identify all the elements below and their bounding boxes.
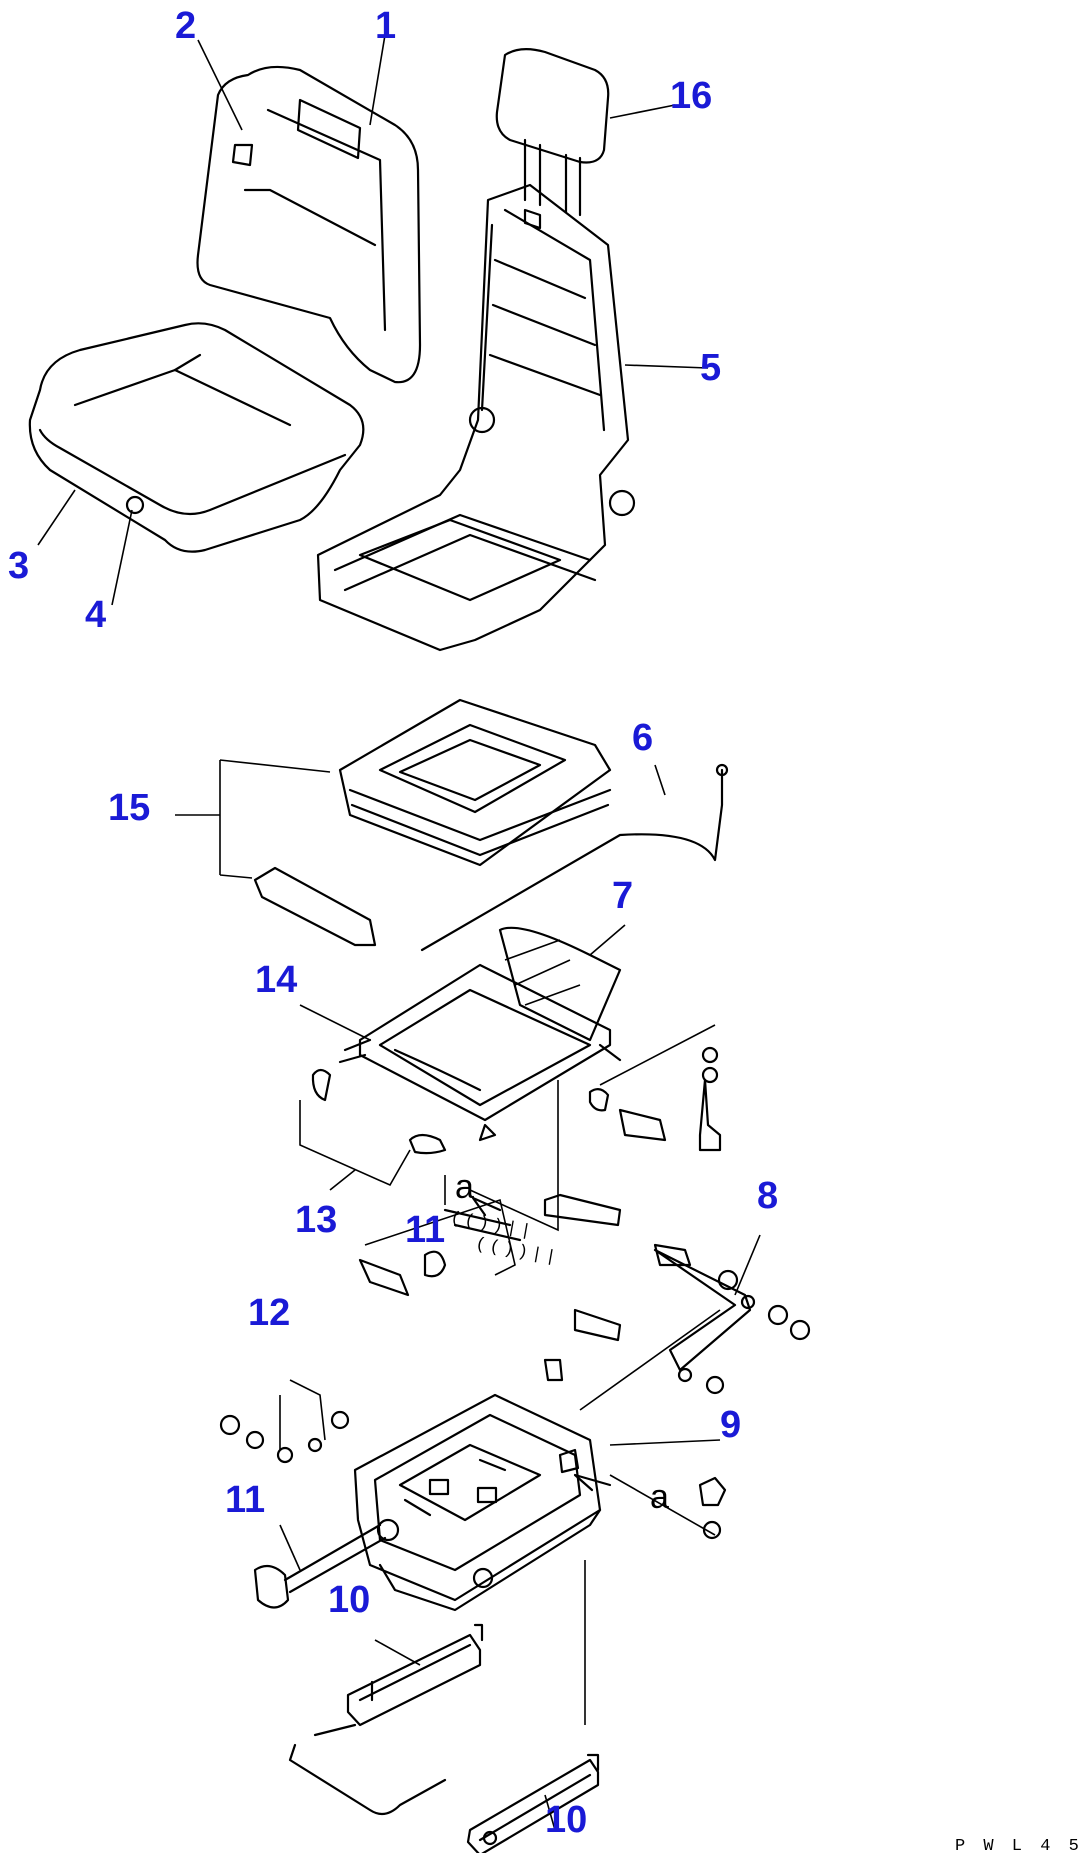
part-cable	[420, 763, 729, 952]
part-bolts-right	[469, 1024, 722, 1232]
label-part-11-lower: 11	[225, 1479, 265, 1521]
label-part-11-upper: 11	[405, 1209, 445, 1251]
label-part-4: 4	[85, 594, 106, 636]
label-part-13: 13	[295, 1199, 337, 1241]
label-part-12: 12	[248, 1292, 290, 1334]
part-knob	[253, 1518, 400, 1609]
part-seat-frame	[316, 183, 636, 652]
part-seat-cushion	[28, 322, 365, 553]
label-part-14: 14	[255, 959, 297, 1001]
part-seat-back-cushion	[196, 65, 422, 384]
part-slide-rails	[288, 1623, 600, 1853]
part-handle	[299, 1068, 447, 1187]
label-part-6: 6	[632, 717, 653, 759]
part-arm-link	[543, 1193, 811, 1411]
part-headrest	[495, 48, 610, 217]
label-part-10-lower: 10	[545, 1799, 587, 1841]
part-washers	[219, 1379, 350, 1464]
label-view-a-top: a	[455, 1168, 474, 1206]
label-part-16: 16	[670, 75, 712, 117]
part-mount-frame	[338, 926, 622, 1142]
label-part-1: 1	[375, 5, 396, 47]
part-nut	[609, 1474, 727, 1540]
leader-lines	[37, 34, 761, 1831]
label-view-a-bottom: a	[650, 1478, 669, 1516]
label-part-10-upper: 10	[328, 1579, 370, 1621]
part-labels: 1 2 16 5 3 4 6 15 7 14 13 11 8 12 9 11 1…	[8, 5, 1090, 1853]
label-part-7: 7	[612, 875, 633, 917]
label-part-5: 5	[700, 347, 721, 389]
label-part-9: 9	[720, 1404, 741, 1446]
view-a-markers	[471, 1196, 612, 1725]
label-part-3: 3	[8, 545, 29, 587]
label-part-8: 8	[757, 1175, 778, 1217]
drawing-code: P W L 4 5 0 3	[955, 1837, 1090, 1853]
label-part-15: 15	[108, 787, 150, 829]
part-base-frame	[353, 1393, 602, 1612]
label-part-2: 2	[175, 5, 196, 47]
part-suspension-assembly	[175, 698, 612, 947]
